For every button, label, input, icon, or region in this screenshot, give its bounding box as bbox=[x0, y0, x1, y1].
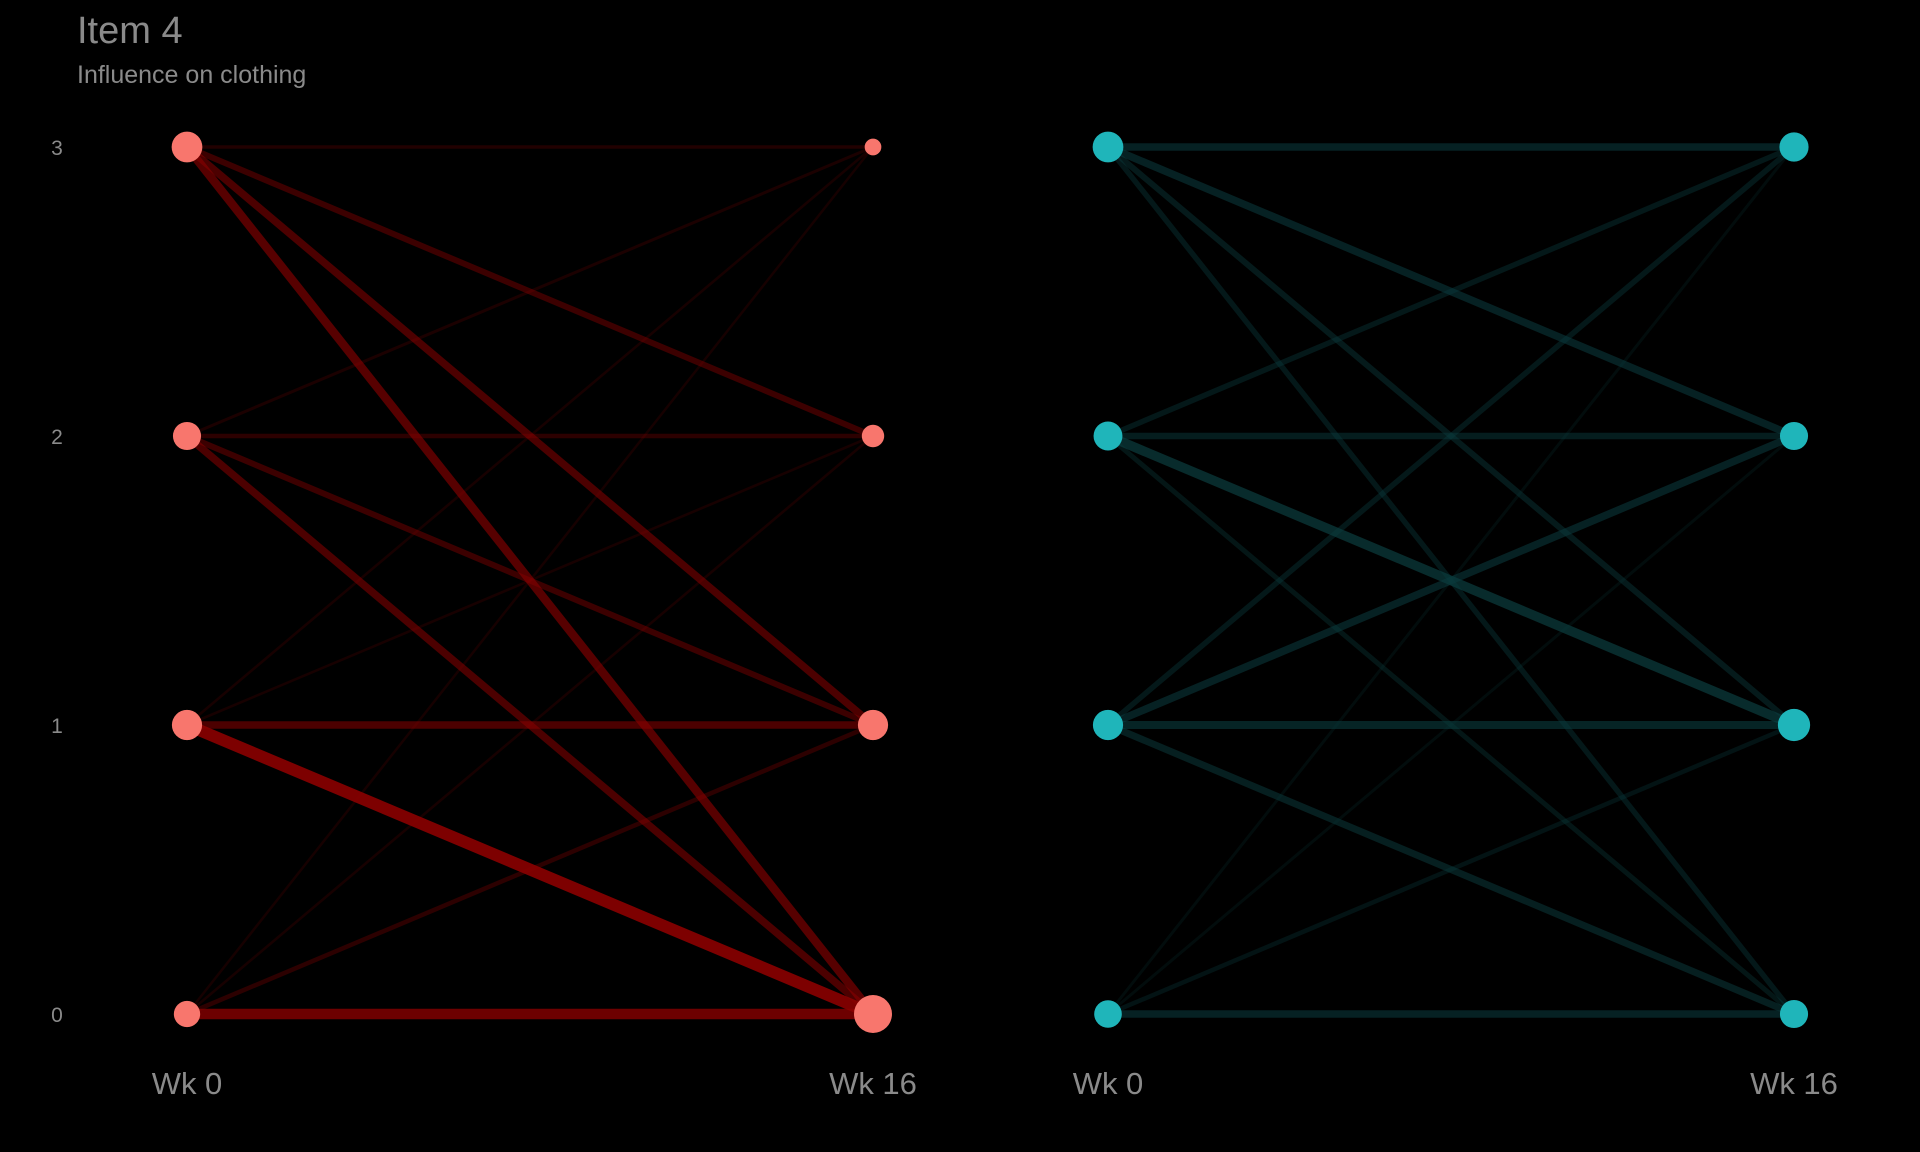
transition-line bbox=[181, 719, 879, 1020]
transition-line bbox=[1104, 143, 1798, 440]
x-tick-label: Wk 16 bbox=[1750, 1066, 1838, 1101]
start-point bbox=[1094, 1000, 1122, 1028]
start-point bbox=[1093, 421, 1123, 451]
axis-labels: 0 1 2 3 Wk 0 Wk 16 Wk 0 Wk 16 bbox=[51, 137, 1838, 1101]
start-point bbox=[172, 421, 202, 451]
chart-subtitle: Influence on clothing bbox=[77, 61, 306, 89]
transition-line bbox=[1105, 144, 1797, 728]
y-tick-label: 1 bbox=[51, 715, 63, 738]
transition-line bbox=[1104, 721, 1798, 1018]
end-point bbox=[854, 995, 892, 1033]
end-point bbox=[857, 709, 889, 741]
chart-title: Item 4 bbox=[77, 10, 183, 52]
transition-line bbox=[1105, 144, 1797, 728]
y-tick-label: 2 bbox=[51, 426, 63, 449]
start-point bbox=[171, 131, 203, 163]
start-point bbox=[1092, 709, 1124, 741]
start-point bbox=[1092, 131, 1124, 163]
end-point bbox=[1779, 132, 1809, 162]
transition-line bbox=[183, 432, 877, 1018]
end-point bbox=[1779, 421, 1809, 451]
transition-line bbox=[1103, 431, 1799, 730]
x-tick-label: Wk 16 bbox=[829, 1066, 917, 1101]
transition-line bbox=[183, 143, 877, 729]
start-point bbox=[173, 1000, 201, 1028]
transition-line bbox=[184, 144, 876, 439]
end-point bbox=[1779, 999, 1809, 1029]
transition-line bbox=[1105, 433, 1797, 1017]
y-tick-label: 3 bbox=[51, 137, 63, 160]
end-point bbox=[861, 424, 885, 448]
x-tick-label: Wk 0 bbox=[152, 1066, 223, 1101]
x-tick-label: Wk 0 bbox=[1073, 1066, 1144, 1101]
end-point bbox=[864, 138, 882, 156]
transition-line bbox=[1105, 144, 1797, 1017]
transition-line bbox=[182, 142, 878, 1019]
transition-line bbox=[185, 145, 875, 438]
start-point bbox=[171, 709, 203, 741]
y-tick-label: 0 bbox=[51, 1004, 63, 1027]
score-points bbox=[171, 131, 1811, 1033]
end-point bbox=[1777, 708, 1811, 742]
transition-lines bbox=[181, 142, 1799, 1020]
